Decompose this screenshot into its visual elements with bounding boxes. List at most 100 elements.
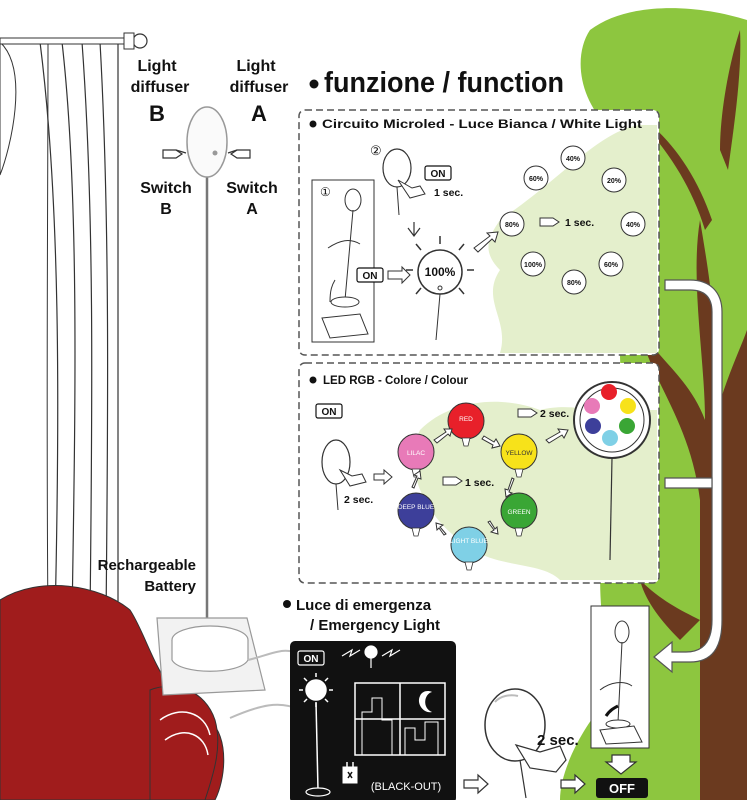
plug-icon	[342, 762, 358, 784]
diffuser-a-label-2: diffuser	[230, 79, 289, 96]
color-label: LIGHT BLUE	[450, 538, 488, 545]
lamp-head-small	[321, 439, 367, 511]
title-bullet	[309, 79, 319, 89]
color-bulb-green: GREEN	[500, 492, 538, 537]
floor-lamp	[156, 106, 301, 719]
color-label: RED	[459, 416, 473, 423]
cycle-level: 80%	[567, 280, 582, 287]
cycle-bulb: 60%	[598, 251, 624, 277]
on-button: ON	[424, 165, 452, 181]
rgb-end-time: 2 sec.	[540, 408, 569, 420]
palette-dot	[601, 384, 617, 400]
cycle-level: 20%	[607, 178, 622, 185]
palette-dot	[620, 398, 636, 414]
color-label: YELLOW	[505, 450, 533, 457]
lamp-base	[156, 617, 266, 696]
lamp-head-small	[382, 148, 426, 216]
cycle-level: 60%	[604, 262, 619, 269]
switch-b-label-1: Switch	[140, 180, 192, 197]
cycle-level: 40%	[626, 222, 641, 229]
rgb-cycle-time: 1 sec.	[465, 477, 494, 489]
lamp-head	[186, 106, 228, 178]
color-label: LILAC	[407, 450, 425, 457]
armchair	[0, 585, 225, 800]
step1-box: ①	[311, 179, 375, 343]
on-button: ON	[315, 403, 343, 419]
color-label: DEEP BLUE	[398, 504, 435, 511]
flow-arrow	[653, 279, 723, 674]
emergency-title-1: Luce di emergenza	[296, 597, 432, 614]
on-button	[297, 650, 325, 666]
on-button-label: ON	[322, 407, 337, 418]
arrow-right-icon	[373, 468, 393, 486]
color-bulb-light-blue: LIGHT BLUE	[450, 526, 489, 571]
cycle-bulb: 60%	[523, 165, 549, 191]
color-bulb-yellow: YELLOW	[500, 433, 538, 478]
pointing-hand-icon	[162, 149, 187, 159]
cycle-level: 80%	[505, 222, 520, 229]
palette-dot	[584, 398, 600, 414]
color-bulb-deep-blue: DEEP BLUE	[397, 492, 435, 537]
battery-label-2: Battery	[144, 578, 196, 595]
on-button: ON	[356, 267, 384, 283]
press-time: 1 sec.	[434, 187, 463, 199]
cycle-level: 60%	[529, 176, 544, 183]
flow-arrow	[664, 477, 713, 489]
on-button-label: ON	[431, 169, 446, 180]
palette-bulb	[573, 381, 651, 561]
arrow-right-icon	[560, 773, 586, 795]
step2-marker: ②	[370, 143, 382, 158]
arrow-icon	[473, 231, 499, 253]
battery-label-1: Rechargeable	[98, 557, 196, 574]
dimming-cycle: 40% 60% 20% 80% 40% 100% 60% 80%	[499, 145, 646, 295]
on-button-label: ON	[304, 654, 319, 665]
switch-b-label-2: B	[160, 201, 172, 218]
curtain	[0, 41, 119, 621]
emergency-bullet	[283, 600, 291, 608]
white-panel-title: Circuito Microled - Luce Bianca / White …	[322, 119, 642, 131]
diffuser-b-label-1: Light	[137, 58, 177, 75]
moon-icon	[418, 691, 432, 713]
palette-dot	[619, 418, 635, 434]
hand-icon	[514, 743, 567, 773]
palette-dot	[585, 418, 601, 434]
cycle-level: 100%	[524, 262, 543, 269]
diffuser-a-label-1: Light	[236, 58, 276, 75]
bulb-100: 100%	[406, 236, 474, 341]
arrow-down-icon	[604, 754, 638, 775]
pointing-hand-icon	[442, 476, 463, 486]
curtain-rod	[0, 32, 148, 50]
rgb-panel: LED RGB - Colore / Colour ON 2 sec. RED …	[298, 362, 660, 584]
emergency-hold-time: 2 sec.	[537, 732, 579, 749]
blackout-panel: ON	[290, 641, 456, 800]
rgb-panel-title: LED RGB - Colore / Colour	[323, 375, 469, 387]
on-button-label: ON	[363, 271, 378, 282]
cycle-bulb: 80%	[499, 211, 525, 237]
sun-icon	[299, 673, 333, 707]
lamp-head-large	[484, 688, 567, 799]
blackout-label: (BLACK-OUT)	[371, 781, 441, 793]
lightning-icon	[341, 645, 401, 668]
arrow-icon	[545, 428, 569, 444]
cycle-level: 40%	[566, 156, 581, 163]
function-title: funzione / function	[324, 67, 564, 99]
window-icon	[354, 682, 446, 756]
color-bulb-lilac: LILAC	[397, 433, 435, 478]
switch-a-label-2: A	[246, 201, 258, 218]
pointing-hand-icon	[539, 217, 560, 227]
off-button: OFF	[596, 778, 648, 798]
bulb-level-main: 100%	[425, 265, 456, 279]
white-light-panel: Circuito Microled - Luce Bianca / White …	[298, 109, 660, 356]
cycle-arrows	[411, 428, 515, 536]
arrow-right-icon	[463, 773, 489, 795]
cycle-press-time: 1 sec.	[565, 217, 594, 229]
tree-trunk	[640, 220, 747, 800]
off-button-label: OFF	[609, 781, 635, 796]
cycle-bulb: 80%	[561, 269, 587, 295]
diffuser-a-letter: A	[251, 101, 267, 126]
off-step-box	[590, 605, 650, 749]
diffuser-b-label-2: diffuser	[131, 79, 190, 96]
cycle-bulb: 40%	[560, 145, 586, 171]
cycle-bulb: 100%	[520, 251, 546, 277]
color-label: GREEN	[507, 509, 530, 516]
